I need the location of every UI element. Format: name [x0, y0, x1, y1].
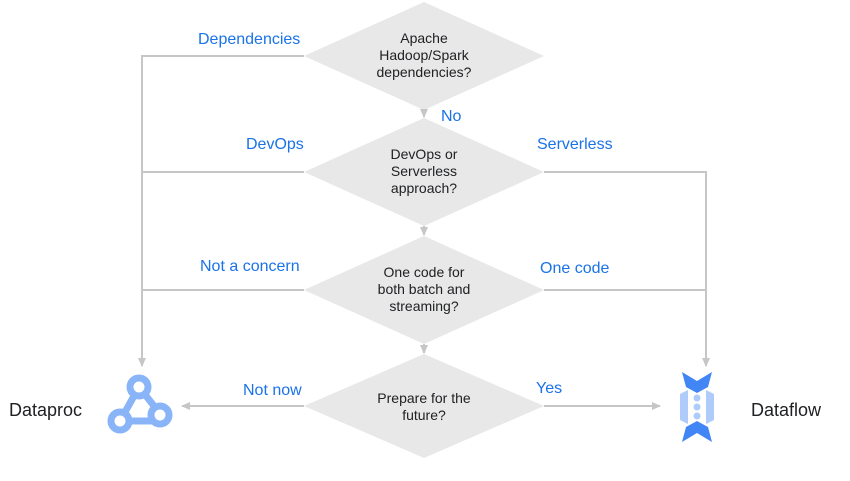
label-devops: DevOps [246, 136, 304, 153]
decision-diamond-1 [304, 2, 544, 110]
decision-diamond-2 [304, 118, 544, 226]
decision-diamond-3 [304, 236, 544, 344]
dataflow-icon [680, 372, 714, 442]
connector-dependencies [138, 55, 304, 367]
label-not-a-concern: Not a concern [200, 258, 300, 275]
decision-hadoop-spark-text: Apache Hadoop/Spark dependencies? [376, 30, 472, 80]
connector-serverless [544, 171, 710, 367]
label-dependencies: Dependencies [198, 31, 301, 48]
decision-devops-serverless-text: DevOps or Serverless approach? [390, 146, 458, 196]
decision-one-code-text: One code for both batch and streaming? [377, 264, 471, 314]
label-one-code: One code [540, 260, 610, 277]
product-dataflow-label: Dataflow [751, 400, 822, 420]
label-yes: Yes [536, 380, 563, 397]
decision-prepare-future-text: Prepare for the future? [377, 390, 471, 423]
decision-diamond-4 [304, 354, 544, 458]
label-no: No [441, 108, 462, 125]
label-not-now: Not now [243, 382, 302, 399]
label-serverless: Serverless [537, 136, 613, 153]
dataproc-icon [107, 374, 173, 434]
product-dataproc-label: Dataproc [9, 400, 83, 420]
